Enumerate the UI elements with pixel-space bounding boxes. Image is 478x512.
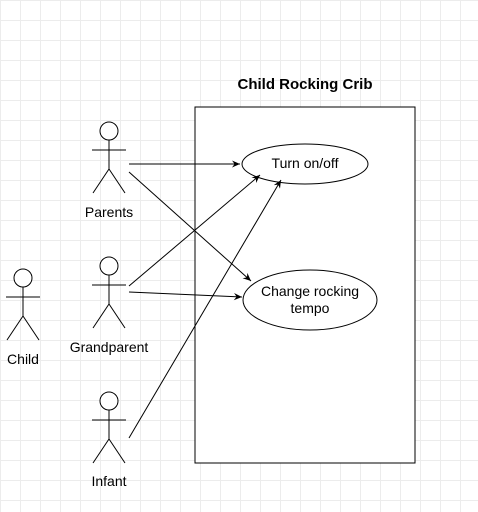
arrow-parents-to-change-tempo[interactable] — [128, 171, 252, 282]
arrow-grandparent-to-change-tempo[interactable] — [128, 291, 243, 301]
arrow-infant-to-turn-on-off[interactable] — [128, 179, 282, 439]
actor-parents-label: Parents — [84, 204, 134, 220]
usecase-change-tempo-line2: tempo — [290, 300, 330, 316]
usecase-change-tempo-line1: Change rocking — [260, 283, 360, 299]
usecase-turn-on-off[interactable] — [241, 143, 369, 185]
arrow-grandparent-to-turn-on-off[interactable] — [128, 174, 261, 287]
actor-infant[interactable] — [92, 391, 126, 464]
usecase-change-tempo-label: Change rocking tempo — [243, 283, 377, 317]
system-title: Child Rocking Crib — [237, 76, 373, 93]
usecase-turn-on-off-label: Turn on/off — [271, 155, 339, 171]
actor-grandparent-label: Grandparent — [69, 339, 149, 355]
actor-infant-label: Infant — [91, 473, 127, 489]
actor-child-label: Child — [7, 351, 39, 367]
actor-parents[interactable] — [92, 121, 126, 194]
actor-child[interactable] — [6, 268, 40, 341]
usecase-change-rocking-tempo[interactable] — [242, 269, 378, 331]
actor-grandparent[interactable] — [92, 256, 126, 329]
